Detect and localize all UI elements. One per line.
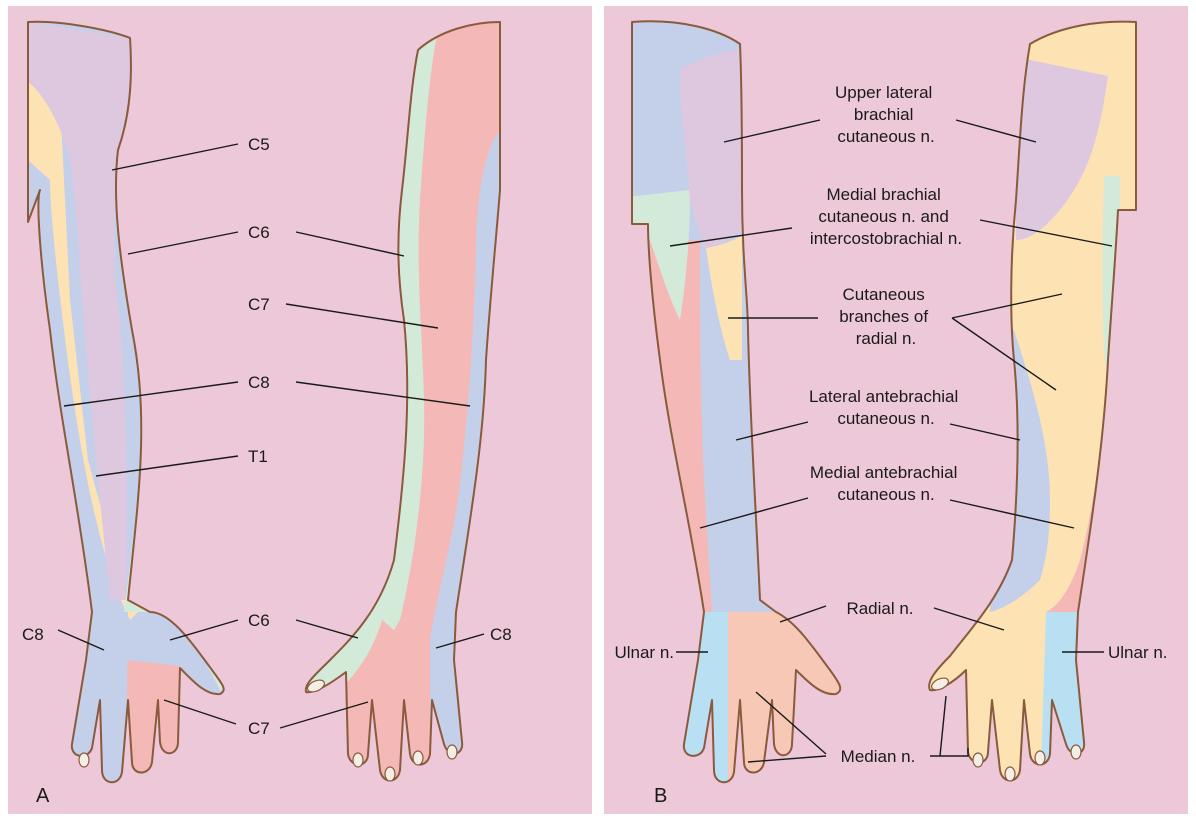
fingernail-icon xyxy=(1071,745,1081,759)
label-c7: C7 xyxy=(248,295,270,314)
fingernail-icon xyxy=(447,745,457,759)
panel-label-b: B xyxy=(654,785,667,807)
label-line: cutaneous n. xyxy=(837,409,934,428)
label-c8-hand-right: C8 xyxy=(490,625,512,644)
label-line: brachial xyxy=(854,105,914,124)
label-c8: C8 xyxy=(248,373,270,392)
label-ulnar-n-right: Ulnar n. xyxy=(1108,643,1168,662)
label-c7-hand: C7 xyxy=(248,719,270,738)
fingernail-icon xyxy=(973,753,983,767)
label-c8-hand-left: C8 xyxy=(22,625,44,644)
fingernail-icon xyxy=(1005,767,1015,781)
label-line: intercostobrachial n. xyxy=(810,229,962,248)
label-t1: T1 xyxy=(248,447,268,466)
label-line: Cutaneous xyxy=(843,285,925,304)
fingernail-icon xyxy=(413,751,423,765)
label-c6: C6 xyxy=(248,223,270,242)
label-c5: C5 xyxy=(248,135,270,154)
label-median-n: Median n. xyxy=(841,747,916,766)
label-line: cutaneous n. and xyxy=(818,207,948,226)
fingernail-icon xyxy=(353,753,363,767)
label-ulnar-n-left: Ulnar n. xyxy=(614,643,674,662)
label-c6-hand: C6 xyxy=(248,611,270,630)
label-line: radial n. xyxy=(856,329,916,348)
label-line: Upper lateral xyxy=(835,83,932,102)
label-line: cutaneous n. xyxy=(837,127,934,146)
label-line: cutaneous n. xyxy=(837,485,934,504)
label-line: Lateral antebrachial xyxy=(809,387,958,406)
fingernail-icon xyxy=(385,767,395,781)
label-line: branches of xyxy=(839,307,928,326)
panel-label-a: A xyxy=(36,785,50,807)
label-line: Medial antebrachial xyxy=(810,463,957,482)
label-radial-n: Radial n. xyxy=(846,599,913,618)
fingernail-icon xyxy=(1035,751,1045,765)
fingernail-icon xyxy=(79,753,89,767)
label-medial-brachial: Medial brachial cutaneous n. and interco… xyxy=(810,185,962,248)
label-line: Medial brachial xyxy=(826,185,940,204)
